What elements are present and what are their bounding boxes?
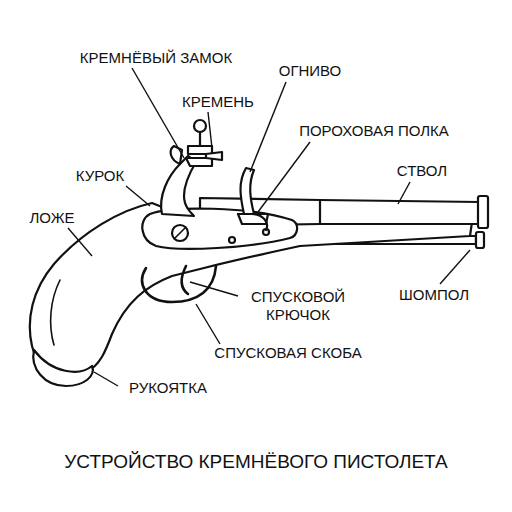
trigger-guard: [142, 266, 216, 302]
part-label: ШОМПОЛ: [399, 286, 469, 304]
frizzen: [241, 168, 255, 214]
part-label: ПОРОХОВАЯ ПОЛКА: [299, 122, 449, 140]
leader-line: [440, 250, 470, 284]
part-label: КРЕМЕНЬ: [182, 93, 254, 111]
barrel-band: [319, 200, 321, 224]
ramrod-tip: [476, 232, 484, 248]
stock-line: [51, 280, 60, 345]
stock: [30, 203, 472, 375]
leader-line: [398, 182, 410, 204]
muzzle: [478, 196, 488, 228]
caption: УСТРОЙСТВО КРЕМНЁВОГО ПИСТОЛЕТА: [64, 451, 448, 473]
leader-line: [196, 304, 220, 344]
leader-line: [208, 112, 212, 148]
part-label: СТВОЛ: [397, 162, 447, 180]
part-label: РУКОЯТКА: [129, 379, 207, 397]
butt-cap: [33, 350, 92, 386]
leader-line: [190, 282, 238, 296]
leader-line: [68, 228, 92, 256]
frizzen-spring: [252, 214, 267, 230]
part-label: ОГНИВО: [279, 62, 342, 80]
part-label: СПУСКОВОЙ КРЮЧОК: [243, 288, 353, 324]
jaw-screw-head: [194, 120, 206, 132]
leader-line: [250, 82, 286, 172]
jaw-screw: [199, 132, 201, 146]
screw: [172, 225, 188, 241]
leader-line: [94, 372, 118, 386]
flint: [206, 152, 222, 160]
leader-line: [258, 142, 310, 212]
part-label: СПУСКОВАЯ СКОБА: [214, 344, 361, 362]
leader-line: [132, 68, 184, 158]
part-label: КРЕМНЁВЫЙ ЗАМОК: [80, 49, 232, 67]
hammer-spur: [171, 146, 182, 164]
leader-line: [126, 186, 150, 206]
leader-lines: [68, 68, 470, 386]
screw: [229, 237, 235, 243]
part-label: КУРОК: [76, 167, 125, 185]
part-label: ЛОЖЕ: [29, 209, 74, 227]
trigger: [182, 266, 188, 294]
